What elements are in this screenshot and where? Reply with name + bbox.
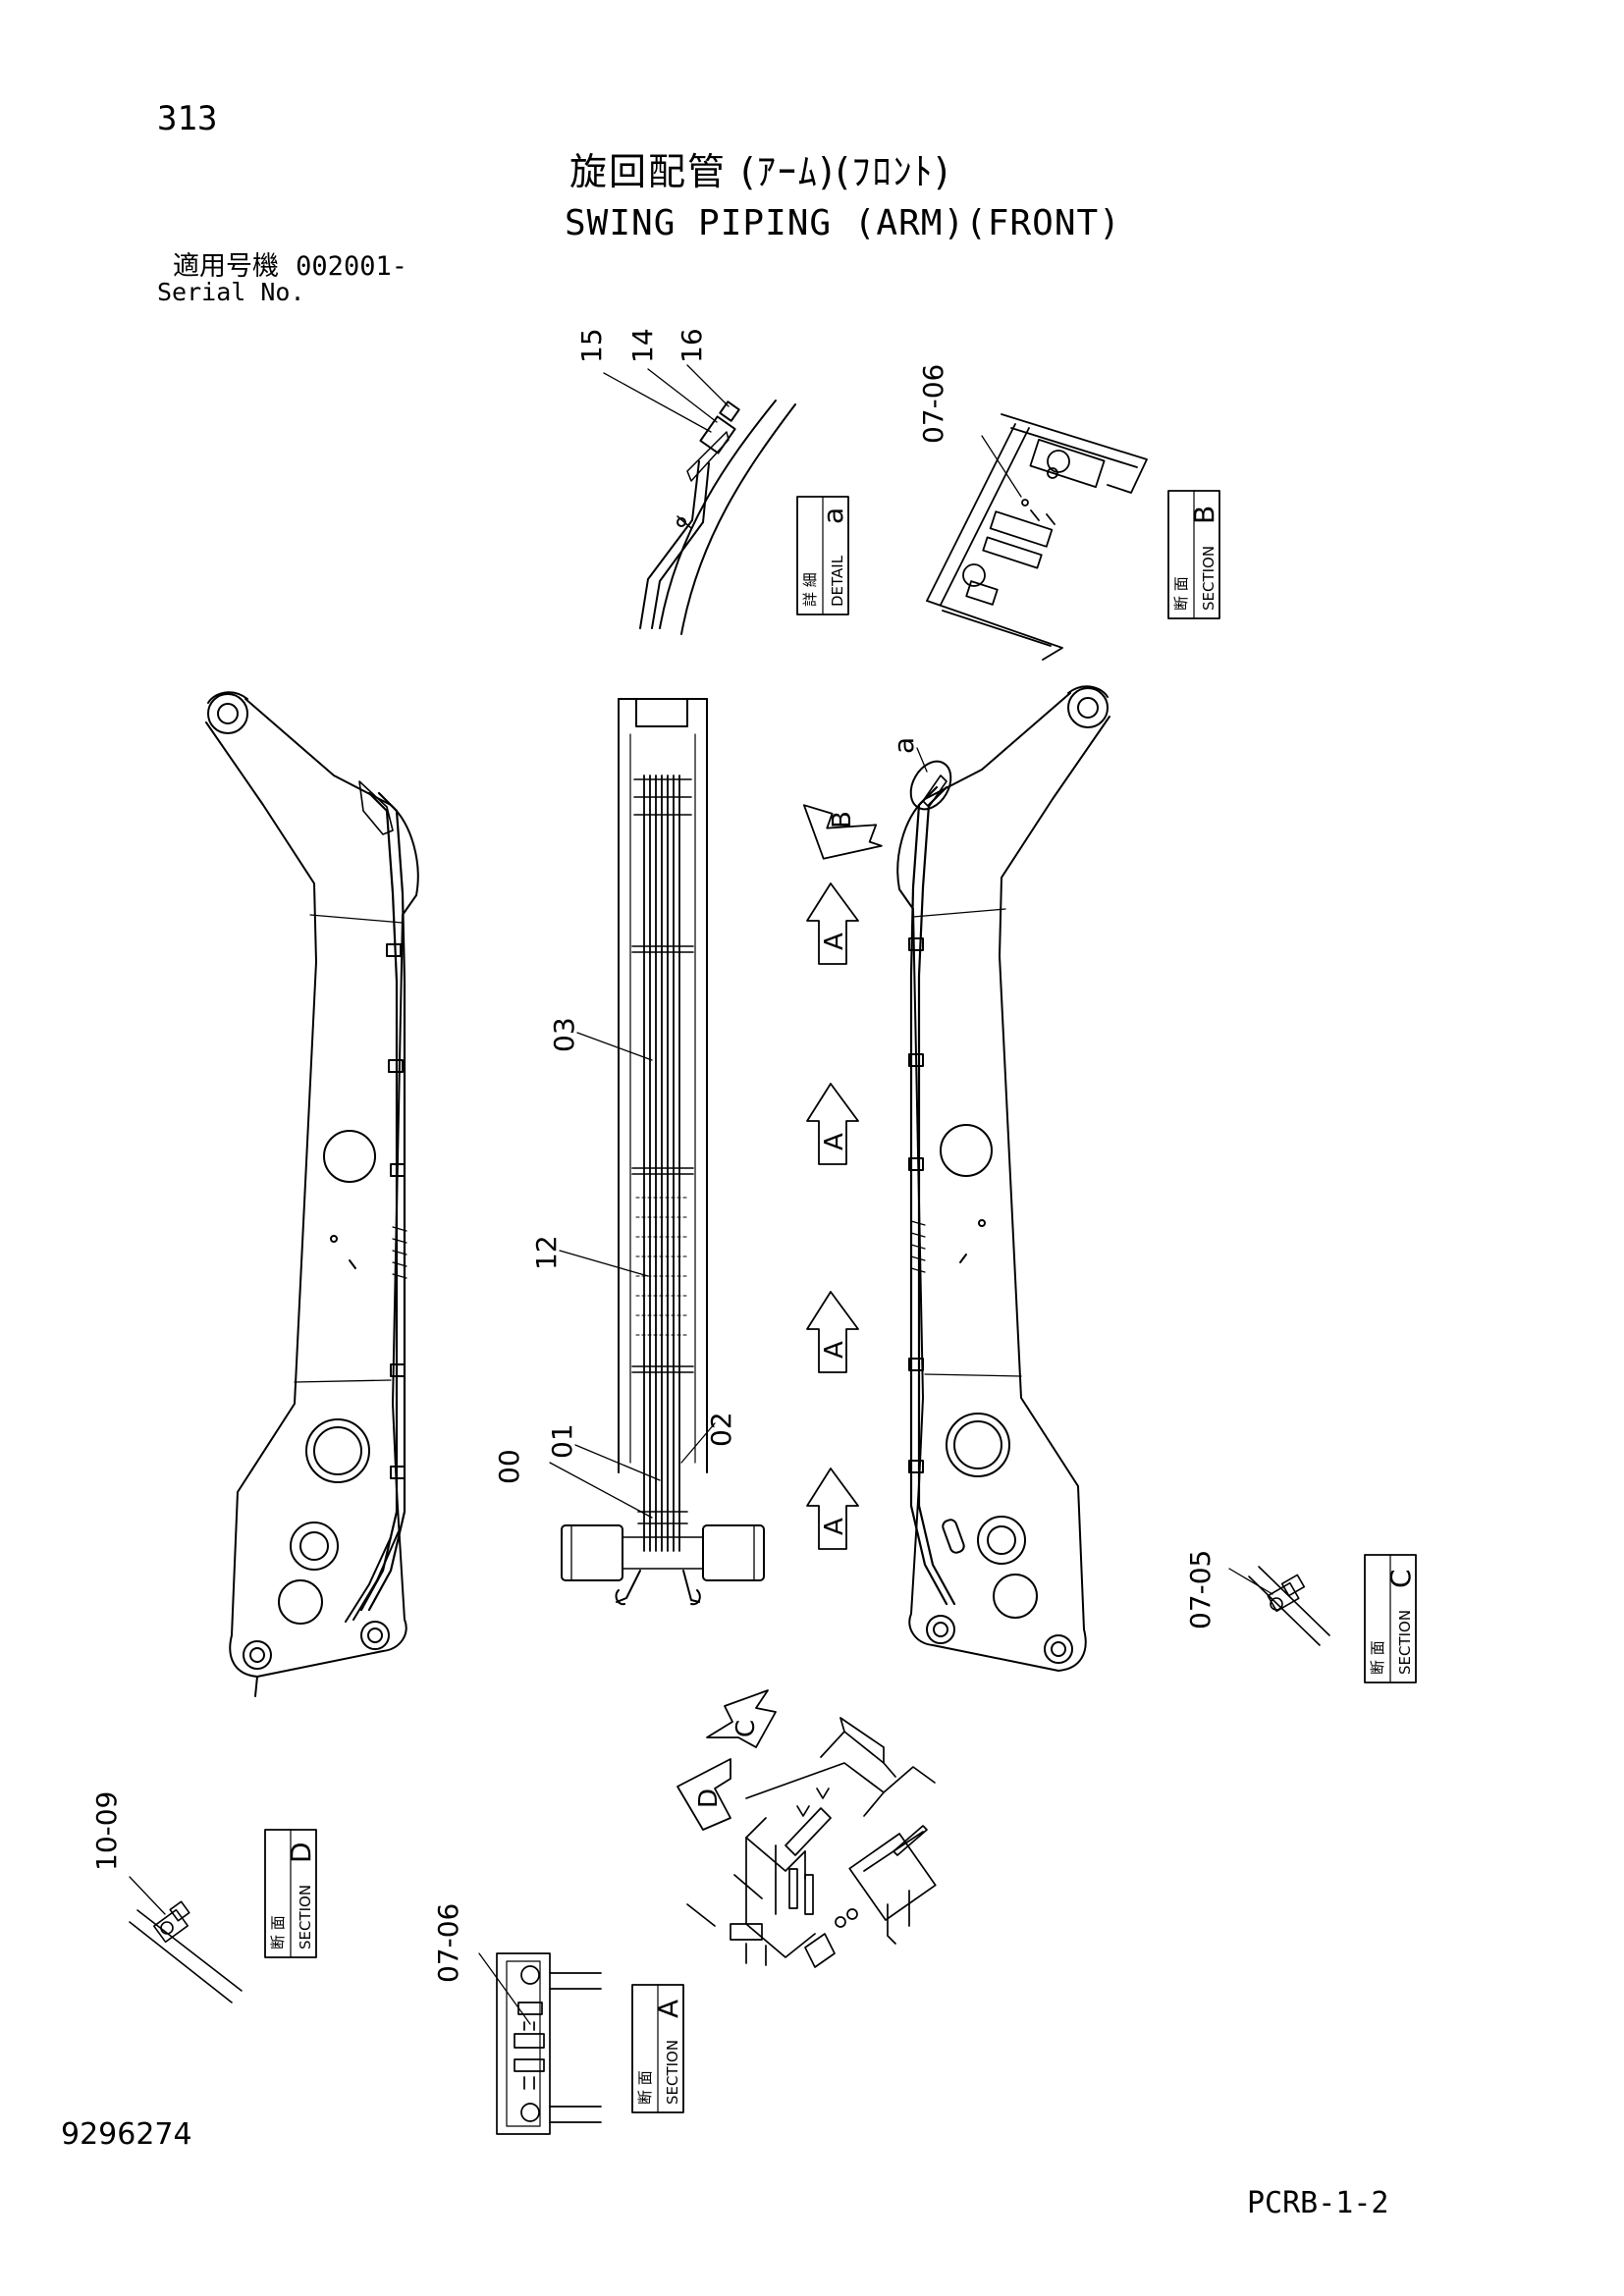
callout-16: 16 (676, 328, 708, 363)
arrow-marker-c-letter: C (731, 1720, 761, 1737)
section-arrow-markers (677, 804, 883, 1831)
title-english: SWING PIPING (ARM)(FRONT) (565, 203, 1121, 243)
section-c-en: SECTION (1396, 1610, 1414, 1675)
arrow-marker-d-letter: D (694, 1789, 724, 1808)
callout-a-letter: a (888, 737, 920, 754)
callout-b-range: 07-06 (917, 364, 949, 444)
callout-a-range: 07-06 (432, 1903, 464, 1983)
section-b-en: SECTION (1200, 546, 1218, 611)
callout-01: 01 (546, 1423, 578, 1459)
detail-a-view (603, 364, 796, 635)
section-a-jp: 断 面 (636, 2070, 654, 2105)
arm-left-view (205, 691, 419, 1697)
callout-00: 00 (493, 1449, 525, 1484)
serial-label-en: Serial No. (157, 278, 305, 306)
section-c-view (1228, 1566, 1330, 1646)
arrow-marker-a3-letter: A (820, 1341, 849, 1359)
callout-14: 14 (626, 328, 659, 363)
callout-15: 15 (575, 328, 608, 363)
arrow-marker-a2-letter: A (820, 1133, 849, 1150)
section-c-letter: C (1384, 1569, 1417, 1588)
section-b-view (926, 413, 1148, 661)
callout-02: 02 (705, 1412, 737, 1447)
section-a-view (478, 1952, 602, 2135)
arrow-marker-a4-letter: A (820, 1518, 849, 1535)
arrow-marker-a1-letter: A (820, 933, 849, 950)
arrow-marker-b-letter: B (828, 811, 857, 828)
callout-03: 03 (548, 1017, 580, 1052)
section-c-jp: 断 面 (1369, 1640, 1386, 1675)
section-d-view (129, 1876, 243, 2003)
section-b-jp: 断 面 (1172, 576, 1190, 611)
reference-code: PCRB-1-2 (1247, 2186, 1389, 2220)
detail-a-en: DETAIL (829, 555, 846, 607)
section-a-letter: A (652, 2000, 684, 2018)
callout-12: 12 (530, 1235, 563, 1270)
serial-value: 002001- (296, 251, 407, 282)
section-d-jp: 断 面 (269, 1915, 287, 1949)
section-d-letter: D (285, 1842, 317, 1863)
section-d-en: SECTION (297, 1885, 314, 1949)
callout-d-range: 10-09 (90, 1791, 123, 1871)
serial-line-japanese: 適用号機 002001- (173, 253, 407, 280)
callout-c-range: 07-05 (1184, 1550, 1217, 1629)
document-number: 9296274 (61, 2117, 192, 2152)
serial-label-jp: 適用号機 (173, 251, 279, 282)
section-b-letter: B (1188, 506, 1220, 524)
title-japanese: 旋回配管 (ｱｰﾑ)(ﾌﾛﾝﾄ) (569, 150, 951, 193)
section-a-en: SECTION (664, 2040, 681, 2105)
detail-a-jp: 詳 細 (801, 572, 819, 607)
bracket-isometric-view (686, 1717, 937, 1968)
page-number: 313 (157, 99, 218, 138)
detail-a-letter: a (817, 507, 849, 524)
arm-right-view (896, 685, 1110, 1672)
arm-center-view (561, 698, 765, 1606)
